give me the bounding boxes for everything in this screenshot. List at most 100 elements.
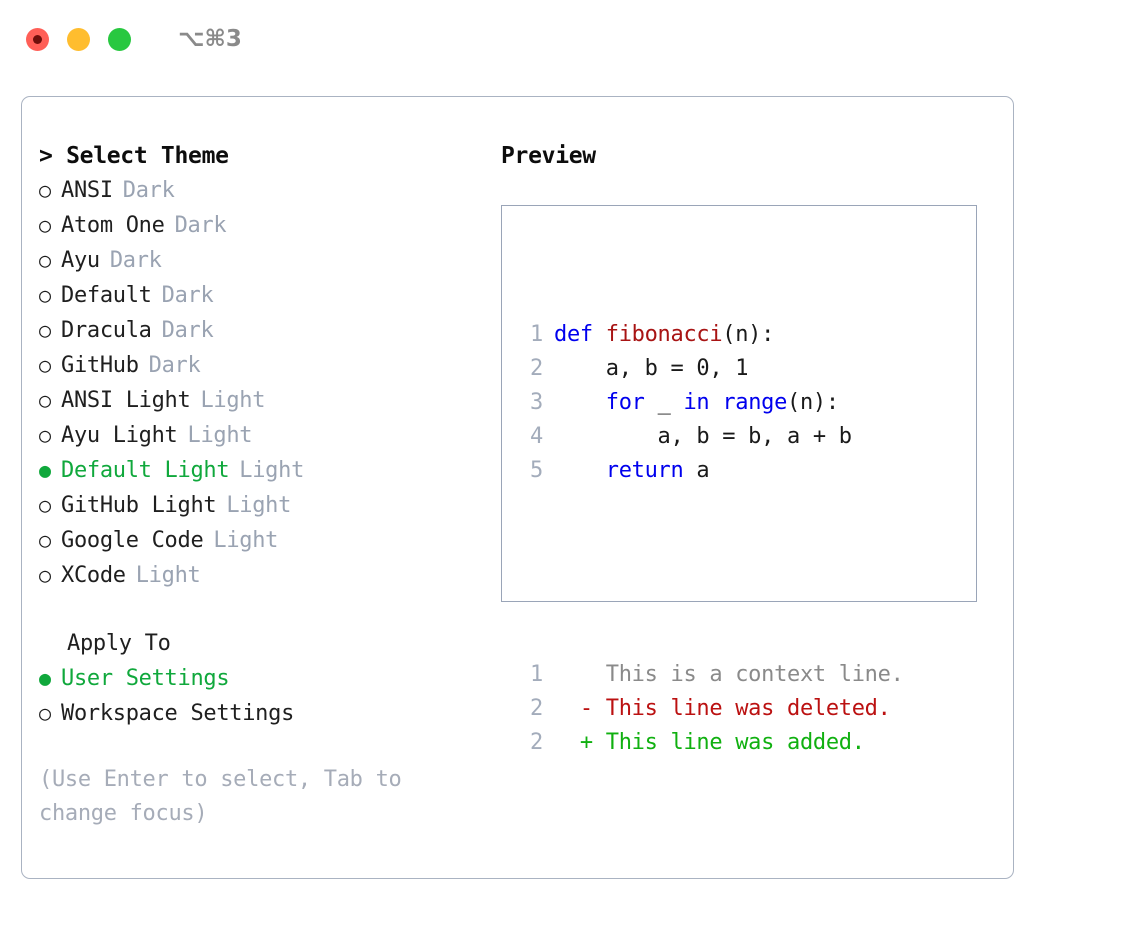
theme-option-tag: Light — [200, 388, 266, 413]
theme-option[interactable]: ○ GitHub Light Light — [39, 488, 494, 523]
diff-line-number: 2 — [530, 696, 543, 721]
diff-line-text: + This line was added. — [554, 730, 865, 755]
radio-unselected-icon: ○ — [39, 701, 51, 725]
code-token: (n): — [722, 322, 775, 347]
code-line: 5 return a — [515, 454, 904, 488]
code-line: 2 a, b = 0, 1 — [515, 352, 904, 386]
code-line-number: 3 — [530, 390, 543, 415]
code-line: 3 for _ in range(n): — [515, 386, 904, 420]
diff-sample: 1 This is a context line. 2 - This line w… — [515, 658, 904, 760]
code-line-number: 1 — [530, 322, 543, 347]
radio-unselected-icon: ○ — [39, 493, 51, 517]
title-bar: ⌥⌘3 — [0, 0, 1140, 78]
theme-option-label: Default Light — [61, 458, 230, 483]
code-token: _ — [644, 390, 684, 415]
theme-option-label: Default — [61, 283, 152, 308]
code-line-text: for _ in range(n): — [543, 386, 839, 420]
theme-option-label: ANSI Light — [61, 388, 191, 413]
code-token: in — [683, 390, 710, 415]
apply-to-option-label: Workspace Settings — [61, 701, 295, 726]
diff-line: 2 + This line was added. — [515, 726, 904, 760]
theme-option-label: Atom One — [61, 213, 165, 238]
radio-selected-icon: ● — [39, 458, 51, 482]
window-controls — [26, 27, 131, 51]
code-token — [709, 390, 722, 415]
theme-option[interactable]: ○ Default Dark — [39, 278, 494, 313]
radio-unselected-icon: ○ — [39, 563, 51, 587]
code-token — [554, 458, 606, 483]
preview-header: Preview — [501, 143, 596, 169]
maximize-window-button[interactable] — [108, 27, 131, 51]
diff-line: 2 - This line was deleted. — [515, 692, 904, 726]
theme-option-label: XCode — [61, 563, 126, 588]
radio-unselected-icon: ○ — [39, 353, 51, 377]
theme-option-tag: Light — [226, 493, 292, 518]
code-token: for — [605, 390, 645, 415]
theme-option-tag: Dark — [174, 213, 227, 238]
code-token: a, b = 0, 1 — [554, 356, 749, 381]
minimize-window-button[interactable] — [67, 27, 90, 51]
code-line-text: a, b = 0, 1 — [543, 352, 749, 386]
close-window-button[interactable] — [26, 27, 49, 51]
code-token — [554, 390, 606, 415]
apply-to-header: Apply To — [67, 631, 171, 656]
theme-option-label: Ayu Light — [61, 423, 178, 448]
code-token: (n): — [787, 390, 839, 415]
code-line-text: def fibonacci(n): — [543, 318, 774, 352]
diff-line-number: 2 — [530, 730, 543, 755]
code-line-text: return a — [543, 454, 710, 488]
theme-option-label: GitHub Light — [61, 493, 217, 518]
theme-option-tag: Dark — [109, 248, 162, 273]
apply-to-option[interactable]: ○ Workspace Settings — [39, 696, 494, 731]
radio-unselected-icon: ○ — [39, 423, 51, 447]
code-token: a, b = b, a + b — [554, 424, 853, 449]
theme-option-tag: Light — [213, 528, 279, 553]
code-token: def — [554, 322, 606, 347]
code-line-number: 4 — [530, 424, 543, 449]
diff-line-text: This is a context line. — [554, 662, 904, 687]
theme-option-tag: Dark — [122, 178, 175, 203]
apply-to-option-label: User Settings — [61, 666, 230, 691]
diff-line-number: 1 — [530, 662, 543, 687]
theme-option-tag: Light — [187, 423, 253, 448]
keyboard-shortcut-label: ⌥⌘3 — [178, 26, 242, 52]
theme-option-label: Dracula — [61, 318, 152, 343]
theme-option-label: Google Code — [61, 528, 204, 553]
diff-line-text: - This line was deleted. — [554, 696, 891, 721]
radio-unselected-icon: ○ — [39, 178, 51, 202]
theme-option-tag: Dark — [148, 353, 201, 378]
code-token: return — [605, 458, 684, 483]
theme-option-label: Ayu — [61, 248, 100, 273]
code-line-number: 2 — [530, 356, 543, 381]
theme-option[interactable]: ○ Ayu Dark — [39, 243, 494, 278]
code-token: fibonacci — [605, 322, 723, 347]
radio-unselected-icon: ○ — [39, 248, 51, 272]
theme-option[interactable]: ○ ANSI Dark — [39, 173, 494, 208]
apply-to-option[interactable]: ● User Settings — [39, 661, 494, 696]
theme-option[interactable]: ○ Ayu Light Light — [39, 418, 494, 453]
radio-unselected-icon: ○ — [39, 283, 51, 307]
theme-option-label: ANSI — [61, 178, 113, 203]
radio-selected-icon: ● — [39, 666, 51, 690]
select-theme-header: > Select Theme — [39, 143, 229, 169]
theme-option[interactable]: ○ ANSI Light Light — [39, 383, 494, 418]
radio-unselected-icon: ○ — [39, 388, 51, 412]
radio-unselected-icon: ○ — [39, 318, 51, 342]
theme-option-tag: Dark — [161, 283, 214, 308]
apply-to-list: ● User Settings ○ Workspace Settings — [39, 661, 494, 731]
